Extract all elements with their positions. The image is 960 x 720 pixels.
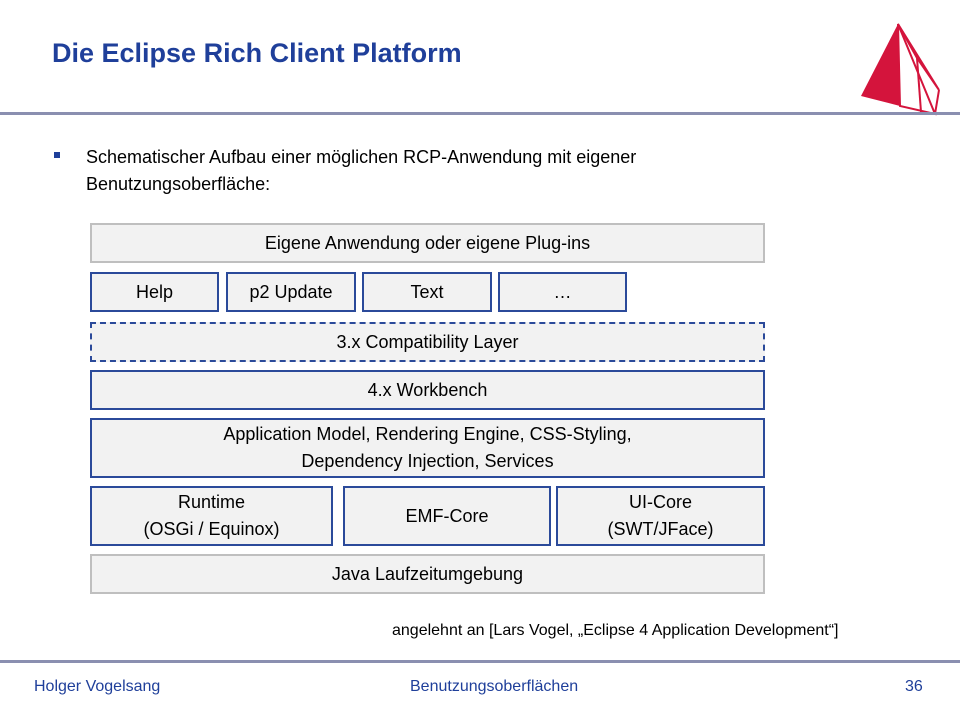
footer-divider: [0, 660, 960, 663]
bullet-marker-icon: [54, 152, 60, 158]
header-divider: [0, 112, 960, 115]
layer-workbench: 4.x Workbench: [90, 370, 765, 410]
layer-java-runtime: Java Laufzeitumgebung: [90, 554, 765, 594]
plugin-more: …: [498, 272, 627, 312]
plugin-text: Text: [362, 272, 492, 312]
layer-application-model: Application Model, Rendering Engine, CSS…: [90, 418, 765, 478]
layer-application: Eigene Anwendung oder eigene Plug-ins: [90, 223, 765, 263]
source-credit: angelehnt an [Lars Vogel, „Eclipse 4 App…: [392, 622, 839, 639]
plugin-p2-update: p2 Update: [226, 272, 356, 312]
plugin-help: Help: [90, 272, 219, 312]
red-triangle-sail-logo-icon: [861, 23, 940, 116]
layer-ui-core: UI-Core (SWT/JFace): [556, 486, 765, 546]
bullet-text: Schematischer Aufbau einer möglichen RCP…: [86, 147, 637, 194]
layer-runtime: Runtime (OSGi / Equinox): [90, 486, 333, 546]
page-title: Die Eclipse Rich Client Platform: [52, 38, 462, 68]
layer-emf-core: EMF-Core: [343, 486, 551, 546]
footer-author: Holger Vogelsang: [34, 678, 161, 695]
page-number: 36: [905, 678, 923, 695]
layer-compatibility: 3.x Compatibility Layer: [90, 322, 765, 362]
footer-course: Benutzungsoberflächen: [410, 678, 579, 695]
